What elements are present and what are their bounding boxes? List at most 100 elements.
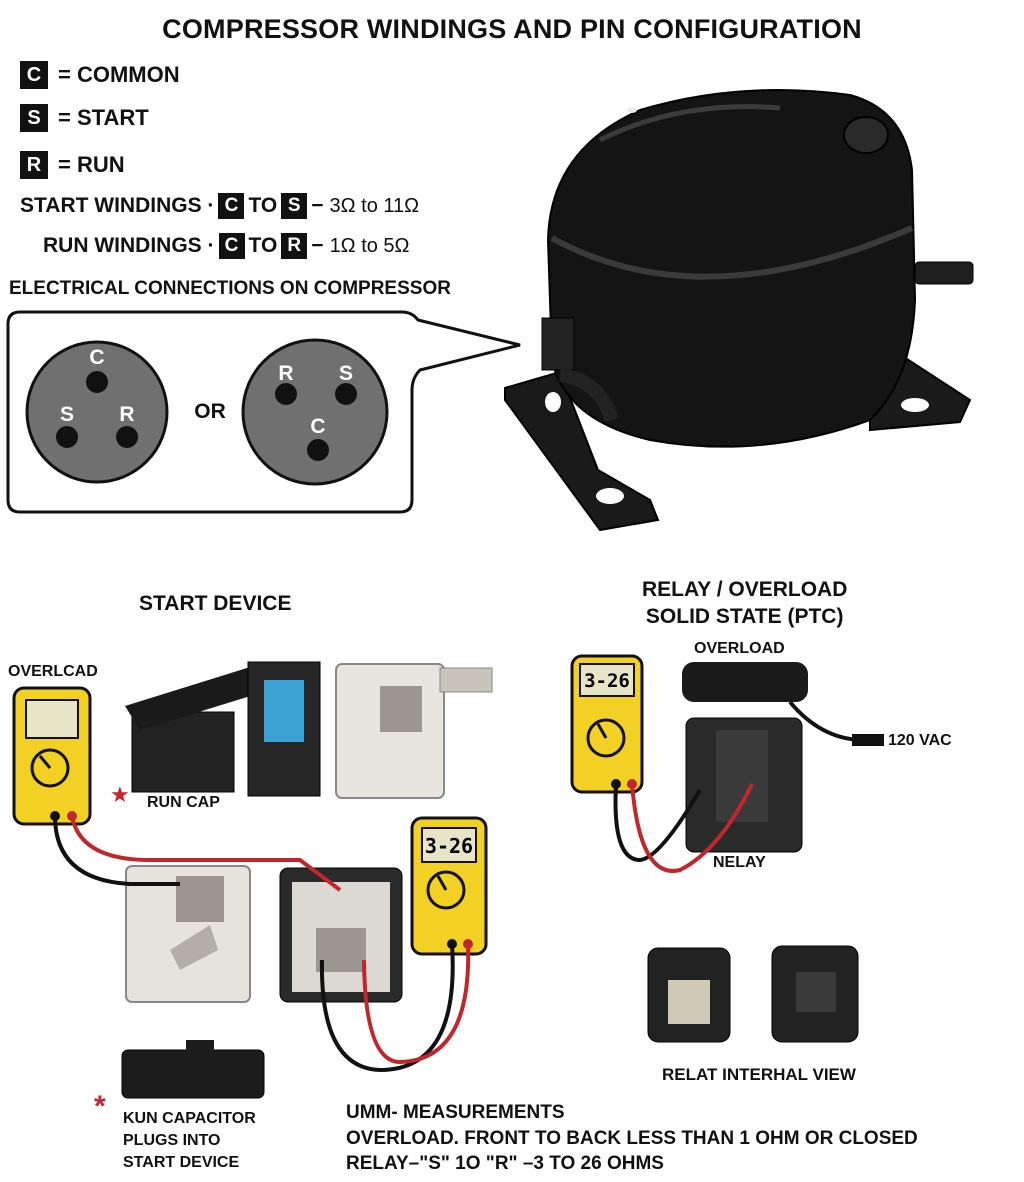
run-cap-label: RUN CAP (147, 794, 220, 811)
asterisk-marker: * (94, 1090, 106, 1123)
relay-overload-label: OVERLOAD (694, 640, 785, 657)
measurements-heading: UMM- MEASUREMENTS (346, 1102, 565, 1123)
relay-lever (170, 925, 218, 970)
compressor-illustration (504, 89, 974, 532)
compressor-shell (546, 89, 917, 448)
measurements-line1: OVERLOAD. FRONT TO BACK LESS THAN 1 OHM … (346, 1128, 918, 1149)
run-to-word: TO (248, 234, 278, 257)
relay-socket (316, 928, 366, 972)
legend-letter-c: C (20, 61, 48, 89)
meter-start-device: 3-26 (410, 816, 488, 956)
relay-heading: RELAY / OVERLOAD SOLID STATE (PTC) (642, 576, 847, 630)
start-to-letter: S (281, 193, 308, 219)
relay-socket (176, 876, 224, 922)
vac-plug (852, 734, 884, 746)
relay-label: NELAY (713, 854, 766, 871)
meter-dial-pointer (596, 723, 608, 739)
mount-hole (596, 488, 624, 504)
legend-text-run: = RUN (58, 152, 125, 177)
vac-label: 120 VAC (888, 732, 952, 749)
start-relay-right (279, 867, 403, 1003)
relay-insert (668, 980, 710, 1024)
start-from-letter: C (218, 193, 245, 219)
relay-internal-view-left (647, 947, 731, 1043)
shell-highlight (598, 104, 781, 143)
start-windings-row: START WINDINGS · C TO S − 3Ω to 11Ω (20, 193, 419, 219)
ptc-tab (439, 667, 493, 693)
terminal-plate-a (25, 340, 169, 484)
terminal-housing (541, 317, 575, 371)
meter-dial-pointer (436, 875, 448, 891)
pin-b-bottom (307, 439, 329, 461)
probe-wire-red (630, 783, 754, 873)
run-windings-row: RUN WINDINGS · C TO R − 1Ω to 5Ω (43, 233, 410, 259)
legend-letter-r: R (20, 151, 48, 179)
meter-reading: 3-26 (425, 834, 473, 858)
pin-b-bottom-label: C (310, 415, 325, 438)
or-text: OR (194, 400, 226, 423)
relay-overload-assembly (682, 662, 884, 853)
pin-a-left-label: S (60, 403, 74, 426)
pin-a-left (56, 426, 78, 448)
meter-relay: 3-26 (570, 654, 644, 794)
run-windings-label: RUN WINDINGS · (43, 234, 215, 257)
probe-wire-red (362, 943, 471, 1065)
run-to-letter: R (281, 233, 308, 259)
meter-overload (12, 686, 92, 826)
probe-wire-black (613, 783, 702, 863)
meter-display (579, 663, 635, 697)
mount-hole (901, 398, 929, 412)
relay-internal-view-right (771, 945, 859, 1043)
terminal-plate-b (241, 338, 389, 486)
run-cap-illustration (125, 661, 321, 797)
run-dash: − (311, 234, 324, 257)
overload-meter-label: OVERLCAD (8, 663, 98, 680)
shell-port (843, 116, 889, 154)
start-resistance-value: 3Ω to 11Ω (329, 194, 420, 217)
pin-config-b: R S C (241, 338, 389, 486)
capacitor-note-line2: PLUGS INTO (123, 1132, 221, 1149)
meter-display (25, 699, 79, 739)
run-from-letter: C (218, 233, 245, 259)
shell-glint (627, 107, 637, 113)
capacitor-terminal (186, 1040, 214, 1052)
capacitor-note-line1: KUN CAPACITOR (123, 1110, 256, 1127)
pin-a-top (86, 371, 108, 393)
probe-wire-red (70, 815, 342, 892)
pin-a-right-label: R (119, 403, 134, 426)
pin-b-left (275, 383, 297, 405)
relay-heading-line2: SOLID STATE (PTC) (645, 605, 844, 628)
capacitor-body (121, 1049, 265, 1099)
legend-common: C = COMMON (20, 61, 180, 89)
relay-internal-view-label: RELAT INTERHAL VIEW (662, 1065, 856, 1084)
pin-a-right (116, 426, 138, 448)
relay-center (716, 730, 768, 822)
legend-run: R = RUN (20, 151, 125, 179)
mount-hole (545, 392, 561, 412)
ptc-socket (380, 686, 422, 732)
kun-capacitor-illustration (121, 1040, 265, 1099)
meter-reading: 3-26 (584, 670, 630, 692)
pin-b-right-label: S (339, 362, 353, 385)
legend-text-common: = COMMON (58, 62, 180, 87)
start-windings-label: START WINDINGS · (20, 194, 215, 217)
shell-seam (550, 225, 914, 280)
legend-text-start: = START (58, 105, 149, 130)
page-title: COMPRESSOR WINDINGS AND PIN CONFIGURATIO… (162, 14, 862, 44)
suction-tube (558, 368, 619, 423)
legend-letter-s: S (20, 104, 48, 132)
pin-b-right (335, 383, 357, 405)
start-device-heading: START DEVICE (139, 592, 292, 615)
overload-cap (682, 662, 808, 702)
process-tube (914, 261, 974, 285)
probe-wire-black (319, 943, 455, 1073)
start-relay-left (125, 865, 251, 1003)
legend-start: S = START (20, 104, 149, 132)
run-cap-label-sticker (264, 680, 304, 742)
capacitor-note-line3: START DEVICE (123, 1154, 240, 1171)
pin-a-top-label: C (89, 346, 104, 369)
relay-insert (796, 972, 836, 1012)
pin-b-left-label: R (278, 362, 293, 385)
start-device-ptc (335, 663, 493, 799)
